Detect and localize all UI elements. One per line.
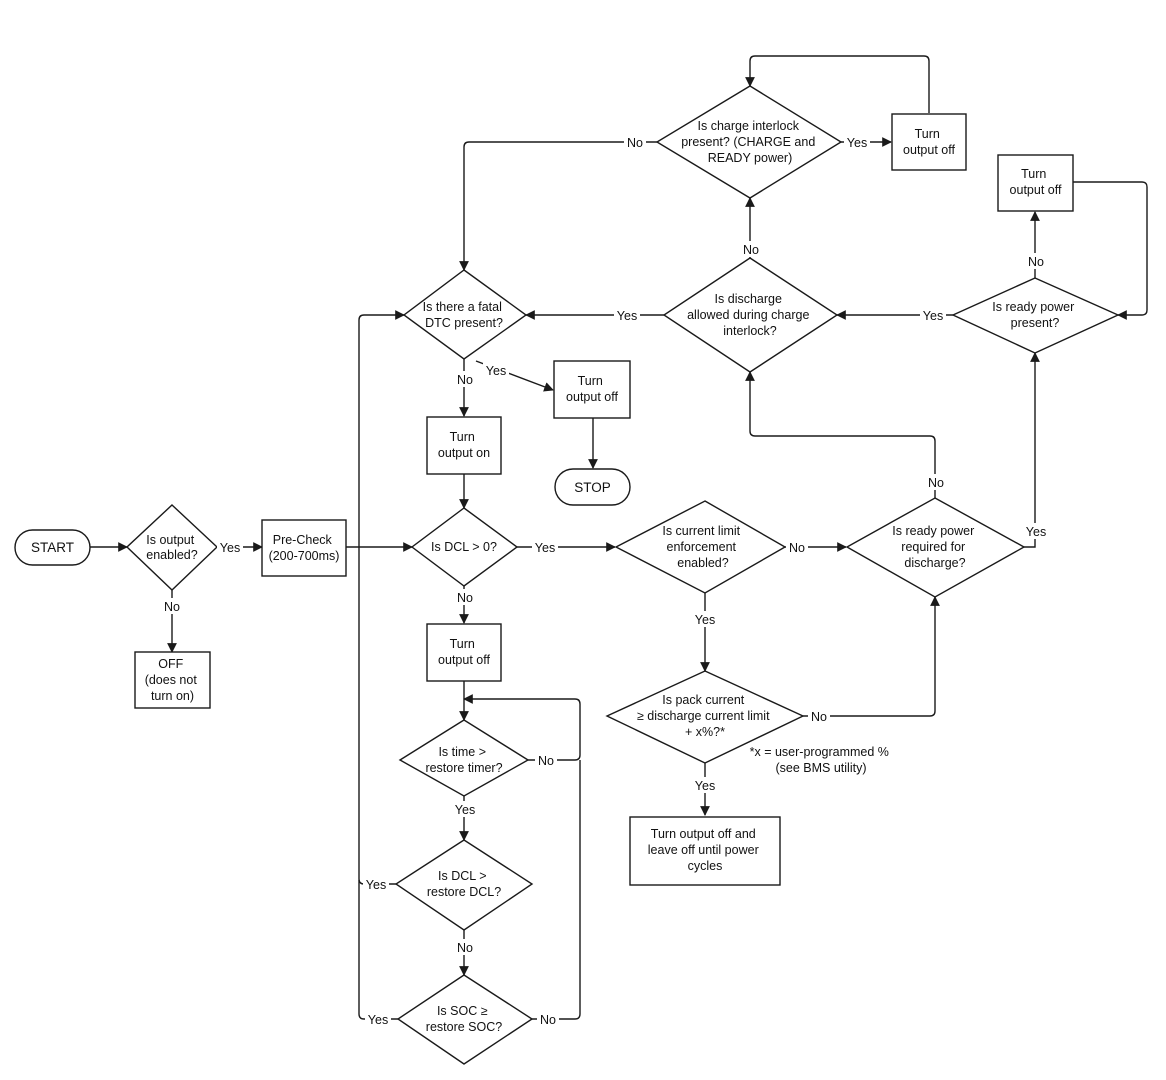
label-dcl-no: No (457, 591, 473, 605)
pre-check-box: Pre-Check (200-700ms) (261, 519, 347, 577)
decision-output-enabled: Is output enabled? (125, 504, 219, 591)
label-dcl-yes: Yes (535, 541, 555, 555)
edge-labels: Yes No Yes No No Yes Yes No Yes No No Ye… (161, 134, 1049, 1027)
edge-pack-no (803, 596, 940, 717)
label-readyreq-yes: Yes (1026, 525, 1046, 539)
edges (90, 55, 1148, 1020)
decision-charge-interlock-text: Is charge interlock present? (CHARGE and… (681, 119, 819, 165)
decision-dcl-gt-zero: Is DCL > 0? (410, 507, 519, 587)
edge-readyreq-yes (1024, 352, 1040, 548)
turn-output-off-ready-text: Turn output off (1010, 167, 1062, 197)
nodes: START Is output enabled? OFF (does not t… (14, 85, 1120, 1065)
decision-time-restore-text: Is time > restore timer? (425, 745, 502, 775)
turn-output-off-interlock-box: Turn output off (891, 113, 967, 171)
label-currentenf-yes: Yes (695, 613, 715, 627)
stop-terminal: STOP (554, 468, 631, 506)
decision-soc-restore: Is SOC ≥ restore SOC? (396, 974, 534, 1065)
decision-charge-interlock: Is charge interlock present? (CHARGE and… (655, 85, 843, 199)
label-readypresent-no: No (1028, 255, 1044, 269)
label-interlock-yes: Yes (847, 136, 867, 150)
decision-time-restore: Is time > restore timer? (398, 719, 530, 797)
label-discharge-no: No (743, 243, 759, 257)
decision-current-limit-enforcement-text: Is current limit enforcement enabled? (662, 524, 743, 570)
label-readypresent-yes: Yes (923, 309, 943, 323)
label-discharge-yes: Yes (617, 309, 637, 323)
edge-time-no-loop (463, 694, 581, 761)
label-dtc-yes: Yes (486, 364, 506, 378)
turn-output-off-dtc-text: Turn output off (566, 374, 618, 404)
stop-label: STOP (574, 480, 611, 495)
turn-output-on-text: Turn output on (438, 430, 490, 460)
edge-soc-yes (358, 880, 398, 1020)
turn-output-on-box: Turn output on (426, 416, 502, 475)
edge-readyreq-no (745, 371, 936, 498)
decision-ready-required-text: Is ready power required for discharge? (892, 524, 977, 570)
footnote-text: *x = user-programmed % (see BMS utility) (750, 745, 893, 775)
label-pack-no: No (811, 710, 827, 724)
label-dtc-no: No (457, 373, 473, 387)
edge-soc-no-loop (532, 760, 581, 1020)
decision-pack-current: Is pack current ≥ discharge current limi… (605, 670, 805, 764)
turn-output-off-dtc-box: Turn output off (553, 360, 631, 419)
decision-discharge-allowed-text: Is discharge allowed during charge inter… (687, 292, 813, 338)
decision-ready-power-present: Is ready power present? (951, 277, 1120, 354)
decision-dcl-restore-text: Is DCL > restore DCL? (427, 869, 501, 899)
turn-off-until-power-cycle-text: Turn output off and leave off until powe… (648, 827, 762, 873)
turn-off-until-power-cycle-box: Turn output off and leave off until powe… (629, 816, 781, 886)
label-enabled-no: No (164, 600, 180, 614)
decision-fatal-dtc: Is there a fatal DTC present? (402, 269, 528, 360)
turn-output-off-interlock-text: Turn output off (903, 127, 955, 157)
turn-output-off-dcl-box: Turn output off (426, 623, 502, 682)
label-enabled-yes: Yes (220, 541, 240, 555)
label-currentenf-no: No (789, 541, 805, 555)
turn-output-off-ready-box: Turn output off (997, 154, 1074, 212)
off-box: OFF (does not turn on) (134, 651, 211, 709)
edge-interlock-off-loop (745, 55, 930, 113)
label-soc-no: No (540, 1013, 556, 1027)
label-pack-yes: Yes (695, 779, 715, 793)
edge-dclrestore-yes (358, 310, 405, 885)
label-interlock-no: No (627, 136, 643, 150)
start-terminal: START (14, 529, 91, 566)
decision-ready-required: Is ready power required for discharge? (845, 497, 1026, 598)
turn-output-off-dcl-text: Turn output off (438, 637, 490, 667)
label-dclrestore-yes: Yes (366, 878, 386, 892)
pre-check-text: Pre-Check (200-700ms) (269, 533, 340, 563)
label-time-yes: Yes (455, 803, 475, 817)
decision-soc-restore-text: Is SOC ≥ restore SOC? (426, 1004, 502, 1034)
label-dclrestore-no: No (457, 941, 473, 955)
off-box-text: OFF (does not turn on) (145, 657, 201, 703)
label-time-no: No (538, 754, 554, 768)
start-label: START (31, 540, 74, 555)
decision-dcl-restore: Is DCL > restore DCL? (394, 839, 534, 931)
footnote: *x = user-programmed % (see BMS utility) (750, 745, 893, 775)
label-soc-yes: Yes (368, 1013, 388, 1027)
decision-current-limit-enforcement: Is current limit enforcement enabled? (614, 500, 787, 594)
decision-pack-current-text: Is pack current ≥ discharge current limi… (637, 693, 773, 739)
decision-discharge-allowed: Is discharge allowed during charge inter… (662, 257, 839, 373)
edge-interlock-no (459, 141, 657, 271)
label-readyreq-no: No (928, 476, 944, 490)
decision-ready-power-present-text: Is ready power present? (992, 300, 1077, 330)
decision-fatal-dtc-text: Is there a fatal DTC present? (423, 300, 506, 330)
edge-ready-off-loop (1073, 181, 1148, 320)
decision-output-enabled-text: Is output enabled? (146, 533, 197, 562)
decision-dcl-gt-zero-text: Is DCL > 0? (431, 540, 497, 554)
